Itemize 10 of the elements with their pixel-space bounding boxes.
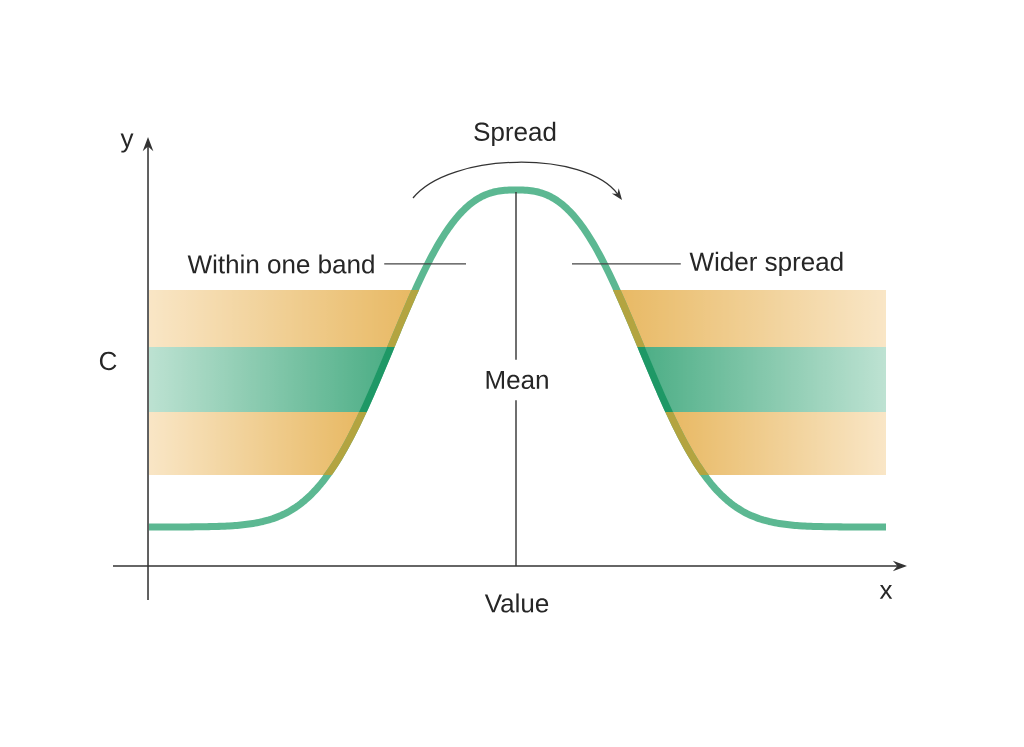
arrow-label: Spread bbox=[474, 121, 556, 147]
leader-line bbox=[383, 263, 467, 265]
band-label: C bbox=[99, 351, 117, 371]
axis-label: Value bbox=[484, 593, 549, 613]
annotation-label: Within one band bbox=[187, 254, 374, 274]
leader-line bbox=[571, 263, 682, 265]
axis-label: x bbox=[879, 585, 893, 599]
annotation-label: Wider spread bbox=[689, 251, 843, 277]
mean-label: Mean bbox=[481, 359, 553, 401]
axis-label: y bbox=[120, 133, 134, 153]
